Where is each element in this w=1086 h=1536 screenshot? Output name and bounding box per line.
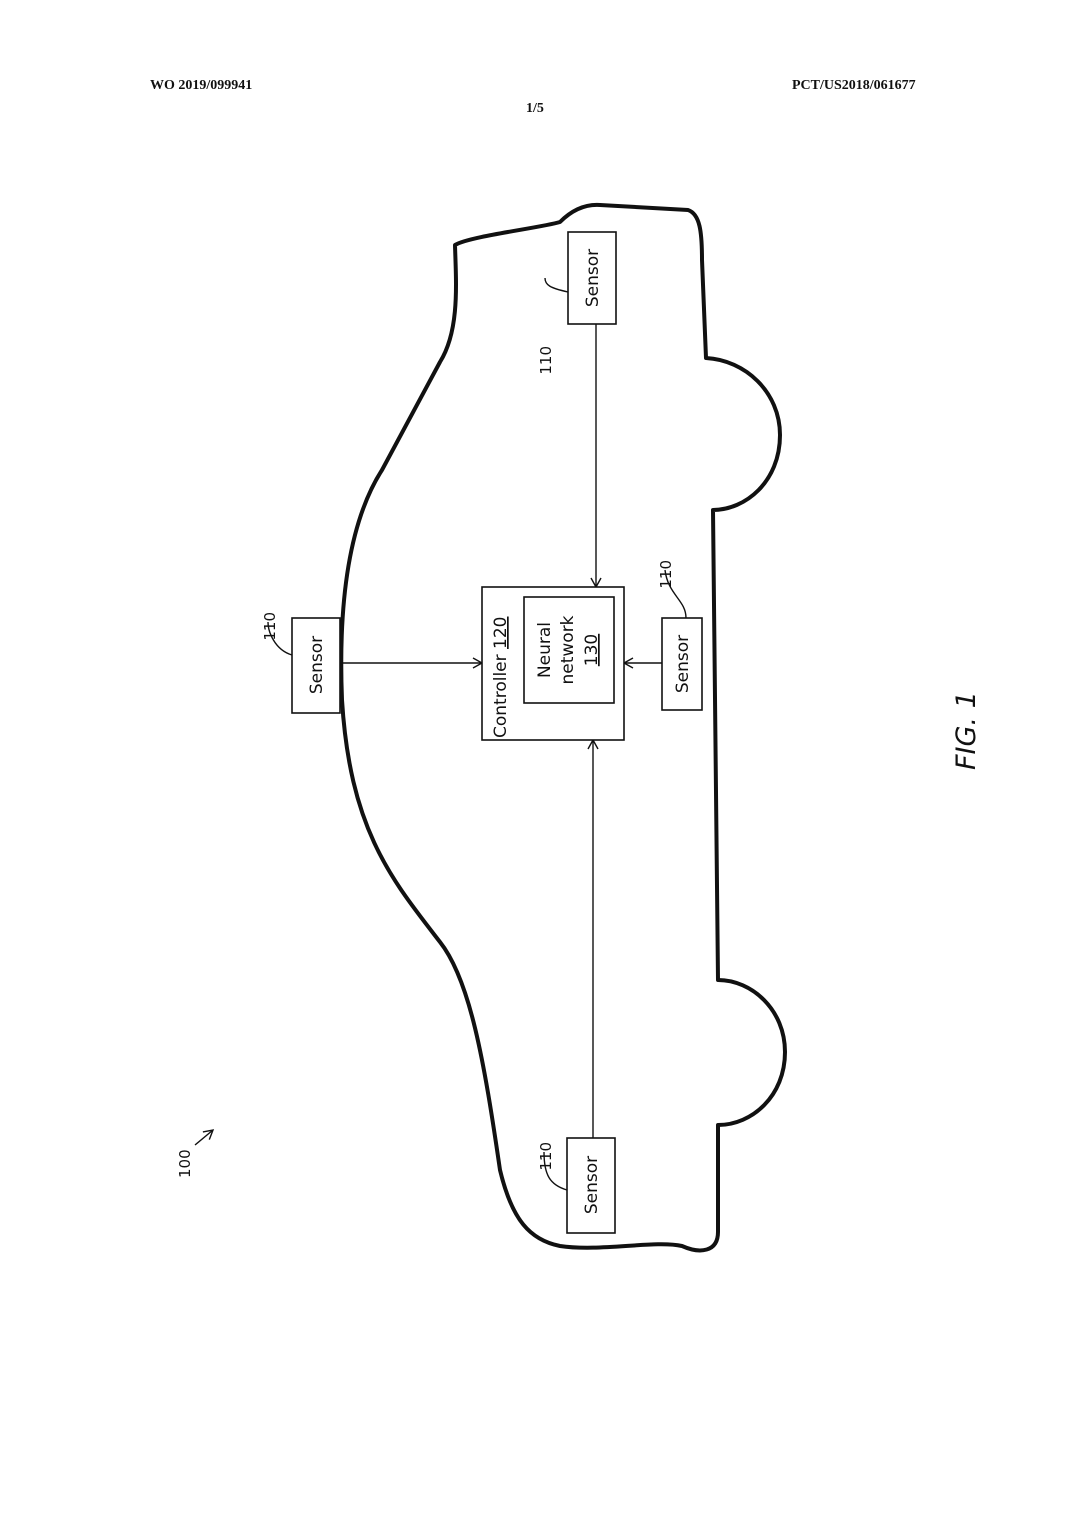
system-ref-label: 100 (176, 1149, 194, 1178)
sheet-number: 1/5 (526, 101, 544, 116)
neural-network-line2: network (558, 615, 578, 684)
publication-number: WO 2019/099941 (150, 78, 253, 93)
vehicle-outline (339, 202, 787, 1253)
neural-network-line1: Neural (535, 622, 555, 678)
sensor-left: Sensor 110 (261, 612, 341, 714)
sensor-right: Sensor 110 (657, 560, 703, 711)
system-ref-arrow-icon (194, 1129, 215, 1146)
sensor-ref: 110 (537, 1142, 555, 1171)
sensor-ref: 110 (261, 612, 279, 641)
sensor-top: Sensor 110 (537, 231, 617, 375)
neural-network-block: Neural network 130 (523, 596, 615, 704)
sensor-ref: 110 (657, 560, 675, 589)
neural-network-ref: 130 (582, 634, 602, 666)
sensor-label: Sensor (582, 1156, 602, 1214)
controller-label: Controller 120 (491, 617, 511, 738)
sensor-bottom: Sensor 110 (537, 1137, 616, 1234)
sensor-label: Sensor (583, 249, 603, 307)
application-number: PCT/US2018/061677 (792, 78, 916, 93)
sensor-label: Sensor (307, 636, 327, 694)
figure-label: FIG. 1 (951, 691, 982, 770)
sensor-ref: 110 (537, 346, 555, 375)
sensor-label: Sensor (673, 635, 693, 693)
